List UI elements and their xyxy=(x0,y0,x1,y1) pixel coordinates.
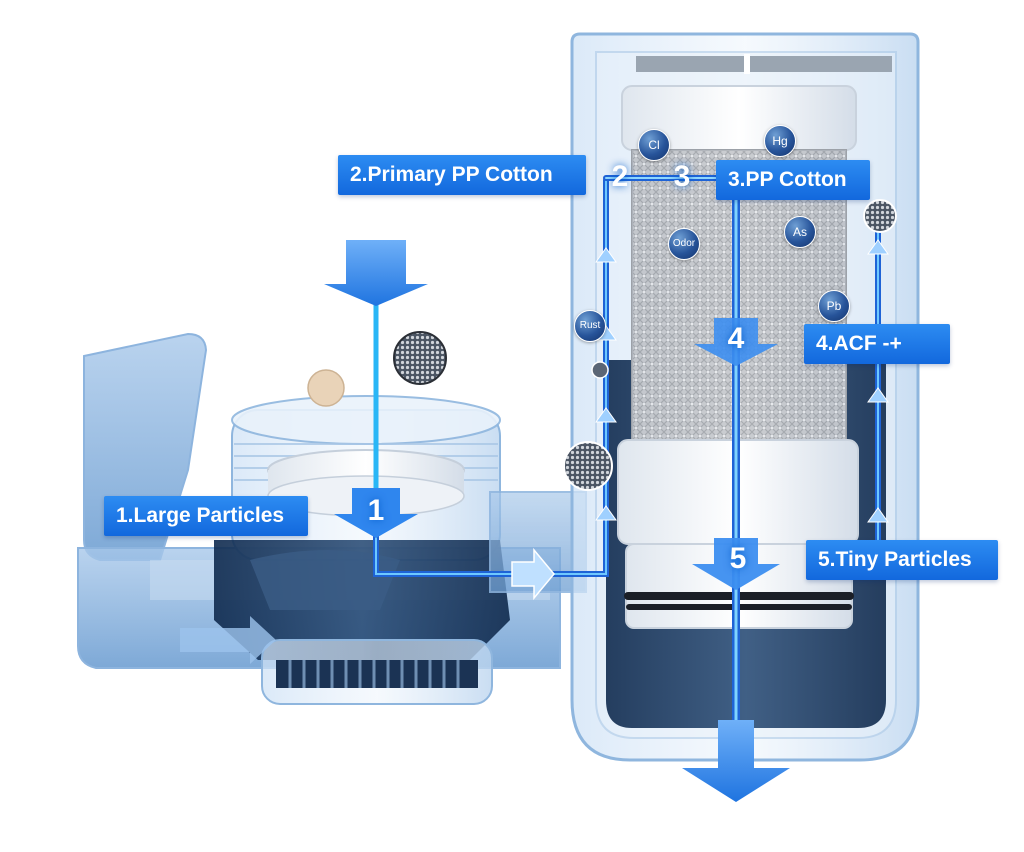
label-tiny-particles: 5.Tiny Particles xyxy=(806,540,998,580)
contaminant-hg: Hg xyxy=(764,125,796,157)
activated-carbon-icon xyxy=(393,331,447,385)
step-number-3: 3 xyxy=(673,160,691,193)
flow-arrows xyxy=(324,240,790,802)
label-acf: 4.ACF -+ xyxy=(804,324,950,364)
contaminant-rust: Rust xyxy=(574,310,606,342)
inlet-arrow xyxy=(324,240,428,306)
label-pp-cotton: 3.PP Cotton xyxy=(716,160,870,200)
contaminant-pb: Pb xyxy=(818,290,850,322)
step-number-5: 5 xyxy=(729,542,747,575)
step-number-4: 4 xyxy=(727,322,745,355)
contaminant-cl: Cl xyxy=(638,129,670,161)
carbon-granule-icon xyxy=(563,441,613,491)
step-number-1: 1 xyxy=(367,494,385,527)
arrow-step-5 xyxy=(692,538,780,590)
small-granule-icon xyxy=(591,361,609,379)
arrow-step-4 xyxy=(694,318,778,366)
media-samples xyxy=(307,199,897,491)
arrow-step-1 xyxy=(334,488,418,538)
arrow-to-housing xyxy=(511,547,555,601)
acf-granule-icon xyxy=(863,199,897,233)
contaminant-as: As xyxy=(784,216,816,248)
outlet-arrow xyxy=(682,720,790,802)
step-number-2: 2 xyxy=(611,160,629,193)
label-primary-pp-cotton: 2.Primary PP Cotton xyxy=(338,155,586,195)
ceramic-ball-icon xyxy=(307,369,345,407)
filter-housing xyxy=(570,32,920,762)
label-large-particles: 1.Large Particles xyxy=(104,496,308,536)
water-flow-path xyxy=(373,175,881,774)
contaminant-odor: Odor xyxy=(668,228,700,260)
